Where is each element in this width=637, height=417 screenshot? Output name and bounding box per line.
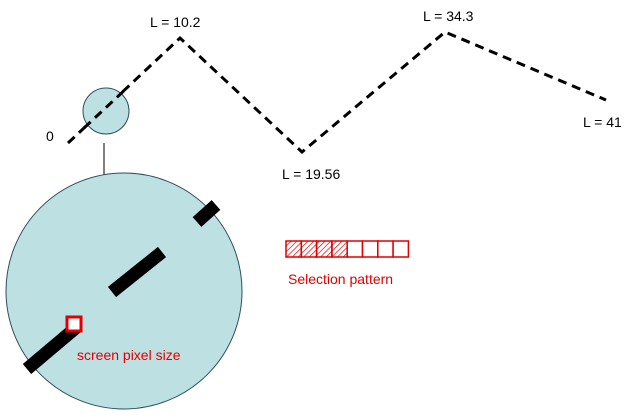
small-circle-path-segment	[82, 85, 130, 130]
label-start: 0	[46, 128, 54, 144]
selection-pattern	[285, 240, 410, 258]
magnified-segment-top	[192, 200, 221, 227]
label-l3: L = 34.3	[423, 8, 474, 24]
label-l4: L = 41	[583, 114, 622, 130]
selection-cell-empty	[361, 240, 379, 258]
small-magnifier-circle	[82, 87, 130, 135]
selection-cell-empty	[392, 240, 410, 258]
selection-cell-empty	[346, 240, 364, 258]
screen-pixel-marker	[65, 315, 83, 333]
selection-pattern-label: Selection pattern	[288, 271, 393, 287]
selection-cell-selected	[285, 240, 303, 258]
selection-cell-selected	[300, 240, 318, 258]
large-magnified-circle	[5, 172, 243, 410]
label-l2: L = 19.56	[282, 166, 340, 182]
selection-cell-empty	[377, 240, 394, 258]
selection-cell-selected	[331, 240, 348, 258]
screen-pixel-size-label: screen pixel size	[77, 347, 181, 363]
magnified-segment-bottom	[22, 321, 83, 374]
selection-cell-selected	[315, 240, 333, 258]
path-polyline	[66, 30, 607, 155]
label-l1: L = 10.2	[150, 14, 201, 30]
magnified-segment-middle	[107, 246, 167, 298]
